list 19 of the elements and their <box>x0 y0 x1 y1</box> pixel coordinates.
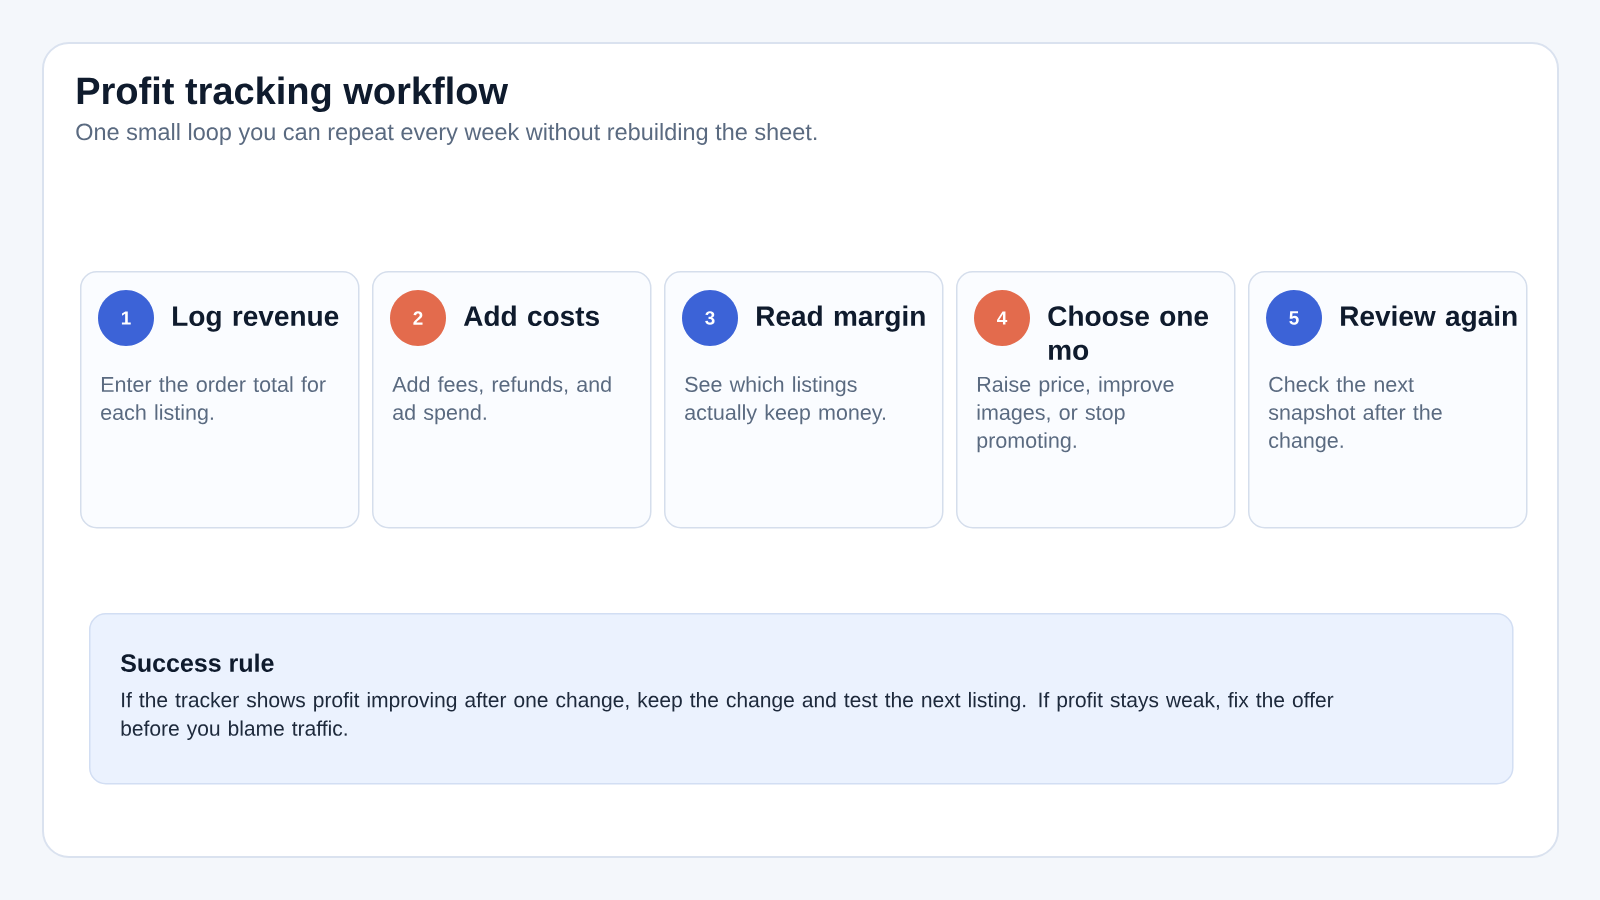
step-title: Read margin <box>757 305 925 332</box>
step-title: Add costs <box>463 305 599 327</box>
step-description: Add fees, refunds, and ad spend. <box>392 376 611 425</box>
number-badge: 1 <box>98 290 154 346</box>
title: Profit tracking workflow <box>77 76 509 113</box>
step-description: Raise price, improve images, or stop promoting. <box>977 376 1174 453</box>
number-badge: 3 <box>682 290 738 346</box>
step-description: Enter the order total for each listing. <box>101 376 326 425</box>
number-badge: 2 <box>390 290 446 346</box>
step-title: Choose one mo <box>1048 305 1209 361</box>
step-description: Check the next snapshot after the change. <box>1268 376 1442 453</box>
step-title: Log revenue <box>173 306 339 332</box>
callout-heading: Success rule <box>120 653 274 672</box>
callout-text: If the tracker shows profit improving after one change, keep the change and test the next listing. If profit stays weak, fix the offer before you blame traffic. <box>121 691 1334 740</box>
step-description: See which listings actually keep money. <box>685 376 885 425</box>
number-badge: 4 <box>974 290 1030 346</box>
number-badge: 5 <box>1266 290 1322 346</box>
step-title: Review again <box>1341 305 1517 332</box>
subtitle: One small loop you can repeat every week without rebuilding the sheet. <box>76 122 817 145</box>
